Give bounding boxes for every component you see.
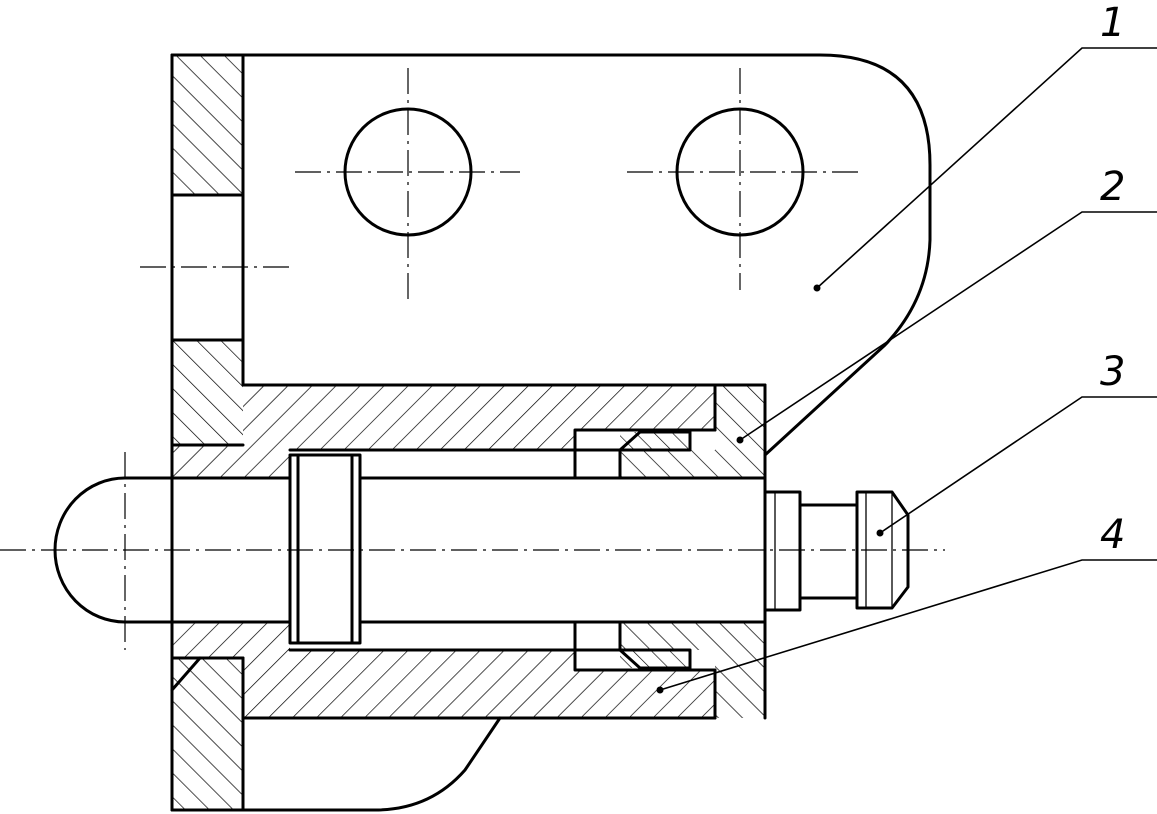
mounting-holes [140,68,862,300]
end-cap-section [618,383,767,720]
axis-centerlines [0,452,945,650]
leader-lines [656,47,1157,694]
callout-4: 4 [1100,512,1125,558]
seal-ring [573,430,692,670]
callout-3: 3 [1100,349,1125,395]
callout-1: 1 [1100,0,1125,46]
callout-2: 2 [1100,164,1125,210]
bracket-wall-section [170,55,245,810]
plunger-pin [53,453,910,645]
